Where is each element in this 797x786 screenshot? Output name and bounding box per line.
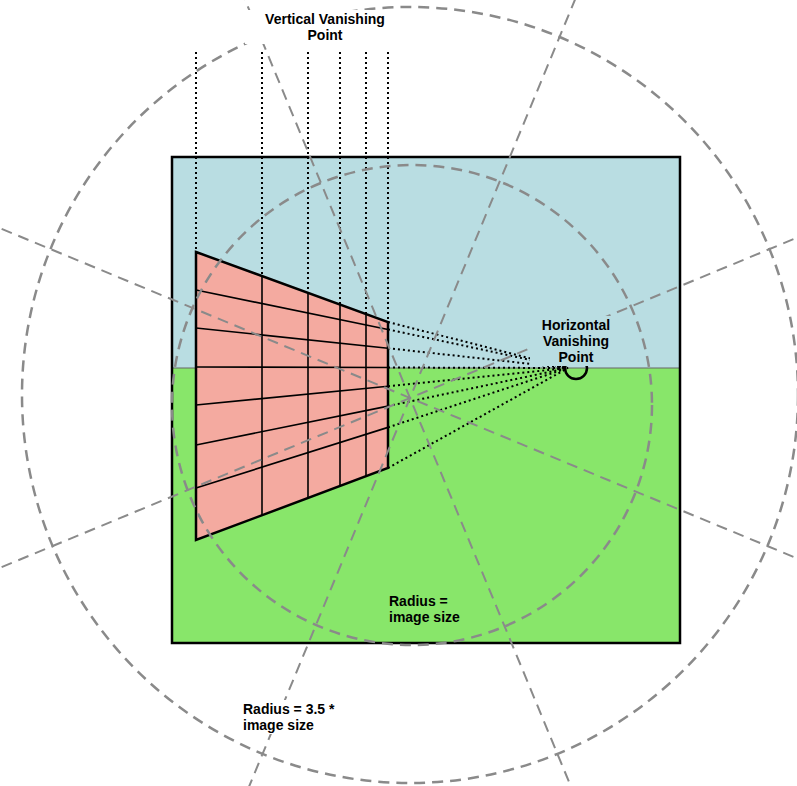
grid-line	[365, 314, 367, 476]
horizontal-vanishing-line	[388, 367, 568, 369]
horizontal-vanishing-line	[388, 368, 568, 427]
radial-line	[234, 0, 586, 786]
annotation-label: Horizontal Vanishing Point	[530, 316, 622, 366]
vertical-vanishing-line	[195, 52, 197, 252]
grid-line	[339, 305, 341, 487]
annotation-label: Vertical Vanishing Point	[245, 10, 405, 44]
grid-line	[196, 386, 388, 405]
inner-radius-circle	[172, 165, 652, 645]
wall-grid	[196, 276, 388, 515]
vertical-vanishing-line	[339, 52, 341, 305]
grid-line	[196, 427, 388, 488]
vertical-vanishing-line	[365, 52, 367, 314]
radial-line	[0, 222, 797, 574]
grid-line	[196, 290, 388, 329]
radial-line	[234, 0, 586, 786]
image-frame	[172, 157, 680, 643]
radial-line	[0, 222, 797, 574]
vertical-vanishing-line	[387, 52, 389, 322]
grid-line	[196, 406, 388, 445]
annotation-label: Radius = 3.5 * image size	[240, 700, 362, 734]
vertical-vanishing-line	[307, 52, 309, 293]
grid-line	[261, 276, 263, 515]
annotation-label: Radius = image size	[386, 592, 478, 626]
grid-line	[196, 328, 388, 348]
wall	[196, 252, 388, 540]
vertical-vanishing-line	[261, 52, 263, 276]
grid-line	[196, 366, 388, 368]
grid-line	[307, 293, 309, 498]
